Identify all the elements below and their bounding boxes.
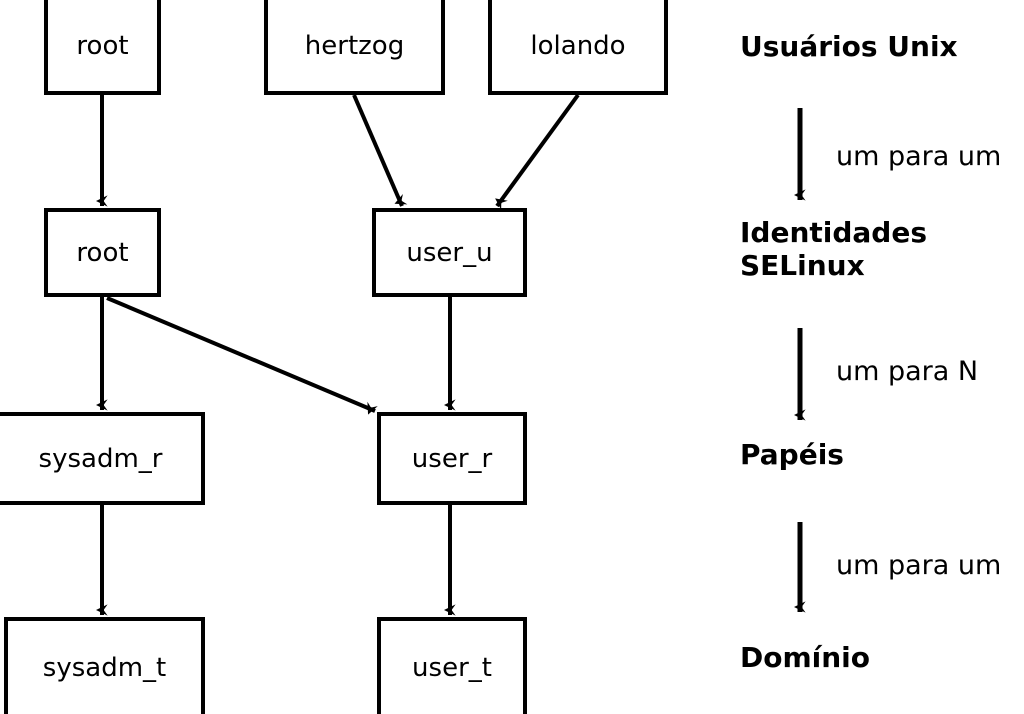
node-root_user[interactable]: root xyxy=(44,0,161,95)
node-hertzog[interactable]: hertzog xyxy=(264,0,445,95)
node-label: root xyxy=(76,30,129,61)
legend-stage-roles: Papéis xyxy=(740,438,844,471)
node-sysadm_r[interactable]: sysadm_r xyxy=(0,412,205,505)
node-user_t[interactable]: user_t xyxy=(377,617,527,714)
node-label: user_r xyxy=(411,443,493,474)
node-root_ident[interactable]: root xyxy=(44,208,161,297)
legend-arrow-label-unix-to-identity: um para um xyxy=(836,141,1002,172)
legend-stage-selinux-identities: Identidades SELinux xyxy=(740,216,928,283)
node-label: user_t xyxy=(412,652,492,683)
node-lolando[interactable]: lolando xyxy=(488,0,668,95)
node-label: lolando xyxy=(530,30,626,61)
node-sysadm_t[interactable]: sysadm_t xyxy=(4,617,205,714)
legend-arrow-label-identity-to-role: um para N xyxy=(836,356,979,387)
node-label: user_u xyxy=(406,237,493,268)
node-label: sysadm_t xyxy=(42,652,167,683)
edge-lolando-to-user_u xyxy=(495,93,580,210)
node-label: root xyxy=(76,237,129,268)
legend-stage-unix-users: Usuários Unix xyxy=(740,30,958,63)
node-user_u[interactable]: user_u xyxy=(372,208,527,297)
legend-stage-domain: Domínio xyxy=(740,641,871,674)
edge-root_ident-to-user_r xyxy=(106,296,378,415)
legend-arrow-label-role-to-domain: um para um xyxy=(836,550,1002,581)
node-label: hertzog xyxy=(304,30,405,61)
node-label: sysadm_r xyxy=(38,443,163,474)
node-user_r[interactable]: user_r xyxy=(377,412,527,505)
edge-hertzog-to-user_u xyxy=(352,94,408,207)
